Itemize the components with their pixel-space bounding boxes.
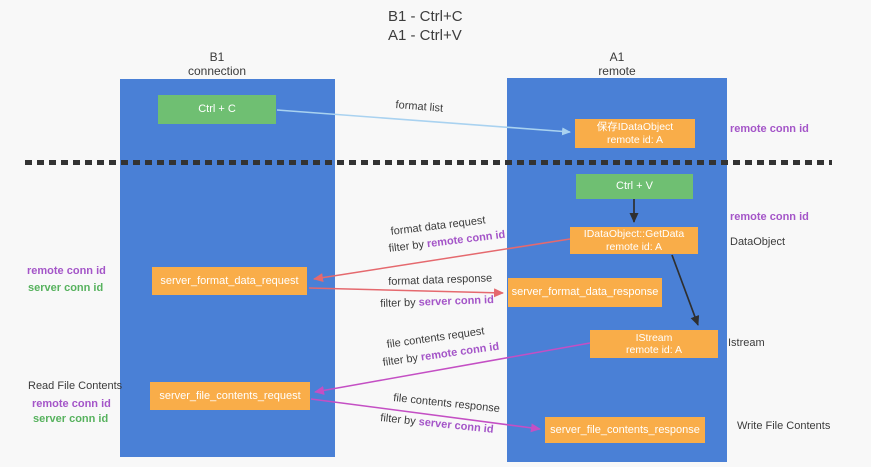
node-idataobject-getdata-line1: IDataObject::GetData [583,228,685,240]
title-line-2: A1 - Ctrl+V [388,27,462,44]
node-idataobject-getdata: IDataObject::GetData remote id: A [570,227,698,254]
node-save-idataobject: 保存IDataObject remote id: A [575,119,695,148]
node-server-file-contents-request: server_file_contents_request [150,382,310,410]
node-server-format-data-request-label: server_format_data_request [160,274,299,287]
filter-by-text: filter by [379,412,420,428]
arrow-format-data-response [308,287,504,298]
filter-by-text: filter by [382,351,422,369]
lane-header-b1: B1 connection [157,50,277,78]
lane-b1-role: connection [187,64,247,78]
edge-label-filter-server-1: filter by server conn id [380,294,494,310]
node-istream-line2: remote id: A [625,344,683,356]
diagram-title: B1 - Ctrl+C A1 - Ctrl+V [388,7,463,45]
server-conn-id-text: server conn id [418,294,495,309]
label-read-file-contents: Read File Contents [28,380,123,392]
label-server-conn-id-top-left: server conn id [28,282,104,294]
label-dataobject: DataObject [730,236,786,248]
label-istream: Istream [728,337,765,349]
label-remote-conn-id-top-right: remote conn id [730,123,809,135]
lane-a1-name: A1 [609,50,625,64]
lane-header-a1: A1 remote [557,50,677,78]
node-save-idataobject-line1: 保存IDataObject [596,121,674,133]
node-istream: IStream remote id: A [590,330,718,358]
node-istream-line1: IStream [635,331,673,344]
edge-label-format-data-response: format data response [388,272,493,288]
label-remote-conn-id-top-left: remote conn id [27,265,106,277]
label-write-file-contents: Write File Contents [737,420,831,432]
node-server-format-data-response: server_format_data_response [508,278,662,307]
edge-label-file-contents-response: file contents response [392,392,501,416]
node-ctrl-v: Ctrl + V [576,174,693,199]
node-ctrl-c-label: Ctrl + C [198,103,236,115]
node-save-idataobject-line2: remote id: A [606,133,664,146]
lane-b1-name: B1 [209,50,225,64]
server-conn-id-text: server conn id [418,416,495,436]
filter-by-text: filter by [380,296,419,310]
node-ctrl-v-label: Ctrl + V [616,180,653,192]
lane-a1-role: remote [598,64,636,78]
node-idataobject-getdata-line2: remote id: A [605,240,663,253]
node-server-format-data-response-label: server_format_data_response [511,286,659,298]
node-server-format-data-request: server_format_data_request [152,267,307,295]
dashed-separator-line [25,160,832,165]
label-remote-conn-id-bottom-left: remote conn id [32,398,111,410]
label-server-conn-id-bottom-left: server conn id [33,413,109,425]
edge-label-filter-server-2: filter by server conn id [380,412,494,436]
node-server-file-contents-request-label: server_file_contents_request [159,389,301,402]
label-remote-conn-id-mid-right: remote conn id [730,211,809,223]
title-line-1: B1 - Ctrl+C [388,8,463,25]
edge-label-format-list: format list [395,99,444,115]
node-server-file-contents-response: server_file_contents_response [545,417,705,443]
node-server-file-contents-response-label: server_file_contents_response [550,423,700,436]
filter-by-text: filter by [388,238,428,255]
node-ctrl-c: Ctrl + C [158,95,276,124]
